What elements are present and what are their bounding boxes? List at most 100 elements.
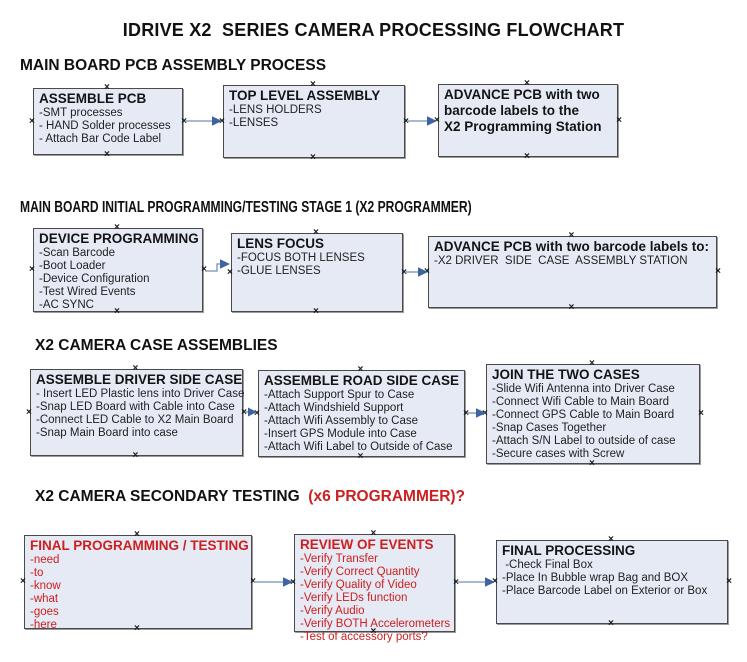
- box-item: -Attach Wifi Label to Outside of Case: [264, 441, 453, 453]
- box-item: -Attach Support Spur to Case: [264, 389, 415, 401]
- box-item: -Snap Cases Together: [492, 422, 607, 434]
- box-title: TOP LEVEL ASSEMBLY: [229, 88, 381, 103]
- flow-box-top-level-assembly: TOP LEVEL ASSEMBLY -LENS HOLDERS -LENSES…: [219, 80, 409, 163]
- box-item: -goes: [30, 606, 59, 618]
- box-item: -here: [30, 619, 57, 631]
- box-item: -AC SYNC: [39, 299, 94, 311]
- box-title: ADVANCE PCB with two barcode labels to:: [434, 239, 710, 254]
- flow-box-review-of-events: REVIEW OF EVENTS -Verify Transfer -Verif…: [290, 529, 459, 644]
- box-item: -what: [30, 593, 59, 605]
- resize-handle-icon: ×: [227, 266, 233, 278]
- box-item: -Verify LEDs function: [300, 592, 408, 604]
- flow-box-final-processing: FINAL PROCESSING -Check Final Box -Place…: [492, 535, 732, 629]
- box-item: - Attach Bar Code Label: [39, 133, 162, 145]
- box-item: -Secure cases with Screw: [492, 448, 625, 460]
- flow-box-join-the-two-cases: JOIN THE TWO CASES -Slide Wifi Antenna i…: [482, 359, 704, 469]
- box-item: -Test of accessory ports?: [300, 631, 428, 643]
- resize-handle-icon: ×: [310, 152, 316, 163]
- box-item: - Insert LED Plastic lens into Driver Ca…: [36, 388, 245, 400]
- resize-handle-icon: ×: [29, 115, 35, 127]
- resize-handle-icon: ×: [201, 264, 207, 275]
- resize-handle-icon: ×: [424, 266, 430, 277]
- box-item: -Slide Wifi Antenna into Driver Case: [492, 383, 675, 395]
- box-item: -Connect GPS Cable to Main Board: [492, 409, 675, 421]
- box-item: -LENS HOLDERS: [229, 104, 322, 116]
- flow-box-device-programming: DEVICE PROGRAMMING -Scan Barcode -Boot L…: [29, 223, 207, 317]
- flow-arrowhead-icon: [485, 577, 495, 587]
- box-title: ASSEMBLE ROAD SIDE CASE: [264, 373, 460, 388]
- resize-handle-icon: ×: [313, 306, 319, 317]
- page-title: IDRIVE X2 SERIES CAMERA PROCESSING FLOWC…: [122, 20, 625, 40]
- resize-handle-icon: ×: [608, 618, 614, 629]
- flow-arrowhead-icon: [212, 116, 222, 126]
- box-item: -need: [30, 554, 60, 566]
- box-item: -to: [30, 567, 44, 579]
- box-title: JOIN THE TWO CASES: [492, 367, 640, 382]
- box-item: -X2 DRIVER SIDE CASE ASSEMBLY STATION: [434, 255, 688, 267]
- box-item: -Test Wired Events: [39, 286, 136, 298]
- box-title: DEVICE PROGRAMMING: [39, 231, 199, 246]
- box-item: -Snap Main Board into case: [36, 427, 178, 439]
- box-item: -Boot Loader: [39, 260, 106, 272]
- flow-arrowhead-icon: [418, 267, 428, 277]
- box-title: REVIEW OF EVENTS: [300, 537, 434, 552]
- flow-arrowhead-icon: [427, 116, 437, 126]
- heading-red-part: (x6 PROGRAMMER)?: [308, 488, 466, 505]
- resize-handle-icon: ×: [715, 266, 721, 277]
- flow-arrowhead-icon: [476, 408, 486, 418]
- box-title: ADVANCE PCB with two barcode labels to t…: [444, 87, 602, 134]
- flow-arrowhead-icon: [220, 259, 230, 269]
- box-title: FINAL PROGRAMMING / TESTING: [30, 538, 249, 553]
- resize-handle-icon: ×: [492, 576, 498, 587]
- resize-handle-icon: ×: [482, 408, 488, 419]
- resize-handle-icon: ×: [20, 576, 26, 587]
- flow-box-advance-pcb-programming-station: ADVANCE PCB with two barcode labels to t…: [434, 79, 622, 162]
- resize-handle-icon: ×: [241, 406, 247, 418]
- box-title: ASSEMBLE DRIVER SIDE CASE: [36, 372, 243, 387]
- box-item: -Check Final Box: [502, 559, 593, 571]
- resize-handle-icon: ×: [524, 151, 530, 162]
- box-item: -GLUE LENSES: [237, 265, 321, 277]
- box-item: -Attach Windshield Support: [264, 402, 404, 414]
- box-item: -know: [30, 580, 61, 592]
- flow-box-assemble-driver-side-case: ASSEMBLE DRIVER SIDE CASE - Insert LED P…: [26, 364, 247, 461]
- box-item: -Device Configuration: [39, 273, 150, 285]
- box-title: LENS FOCUS: [237, 236, 325, 251]
- resize-handle-icon: ×: [698, 408, 704, 419]
- box-item: -Connect LED Cable to X2 Main Board: [36, 414, 234, 426]
- resize-handle-icon: ×: [568, 302, 575, 313]
- box-item: -Verify Audio: [300, 605, 365, 617]
- resize-handle-icon: ×: [616, 114, 622, 126]
- resize-handle-icon: ×: [403, 115, 409, 127]
- box-item: -FOCUS BOTH LENSES: [237, 252, 365, 264]
- resize-handle-icon: ×: [463, 407, 469, 419]
- resize-handle-icon: ×: [290, 577, 296, 588]
- resize-handle-icon: ×: [726, 576, 732, 587]
- box-item: -Verify BOTH Accelerometers: [300, 618, 451, 630]
- box-item: -Place In Bubble wrap Bag and BOX: [502, 572, 689, 584]
- resize-handle-icon: ×: [453, 577, 459, 588]
- flow-box-assemble-pcb: ASSEMBLE PCB -SMT processes - HAND Solde…: [29, 83, 187, 160]
- box-item: -SMT processes: [39, 107, 123, 119]
- resize-handle-icon: ×: [219, 115, 225, 127]
- section-heading-pcb-assembly: MAIN BOARD PCB ASSEMBLY PROCESS: [20, 57, 327, 74]
- box-item: -Connect Wifi Cable to Main Board: [492, 396, 670, 408]
- box-item: -LENSES: [229, 117, 279, 129]
- box-item: -Verify Correct Quantity: [300, 566, 420, 578]
- box-item: -Place Barcode Label on Exterior or Box: [502, 585, 708, 597]
- resize-handle-icon: ×: [434, 114, 440, 126]
- box-title: ASSEMBLE PCB: [39, 91, 147, 106]
- flow-arrowhead-icon: [248, 407, 257, 417]
- section-heading-initial-programming: MAIN BOARD INITIAL PROGRAMMING/TESTING S…: [20, 199, 472, 216]
- box-item: -Insert GPS Module into Case: [264, 428, 417, 440]
- section-heading-case-assemblies: X2 CAMERA CASE ASSEMBLIES: [35, 337, 278, 354]
- resize-handle-icon: ×: [401, 266, 407, 278]
- resize-handle-icon: ×: [132, 450, 139, 461]
- resize-handle-icon: ×: [26, 406, 32, 418]
- flow-box-final-programming-testing: FINAL PROGRAMMING / TESTING -need -to -k…: [20, 530, 256, 634]
- box-item: -Scan Barcode: [39, 247, 116, 259]
- flow-box-lens-focus: LENS FOCUS -FOCUS BOTH LENSES -GLUE LENS…: [227, 228, 407, 317]
- flow-box-assemble-road-side-case: ASSEMBLE ROAD SIDE CASE -Attach Support …: [254, 365, 469, 462]
- box-item: -Snap LED Board with Cable into Case: [36, 401, 235, 413]
- resize-handle-icon: ×: [29, 264, 35, 275]
